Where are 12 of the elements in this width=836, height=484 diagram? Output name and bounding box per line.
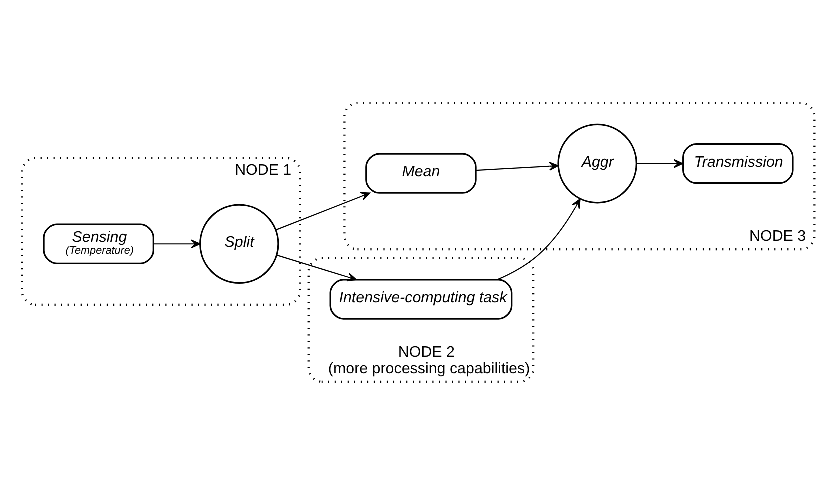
node-box: Sensing (Temperature) <box>42 223 154 264</box>
arrow <box>476 161 558 171</box>
arrow <box>153 239 200 248</box>
arrow <box>636 158 683 168</box>
node-box: Transmission <box>682 142 794 184</box>
arrow <box>275 192 370 230</box>
node-circle: Split <box>199 204 279 284</box>
node-box: Intensive-computing task <box>329 278 512 320</box>
node-circle: Aggr <box>557 123 637 204</box>
arrow <box>496 198 580 280</box>
node-box: Mean <box>365 152 476 194</box>
arrow <box>276 254 357 282</box>
